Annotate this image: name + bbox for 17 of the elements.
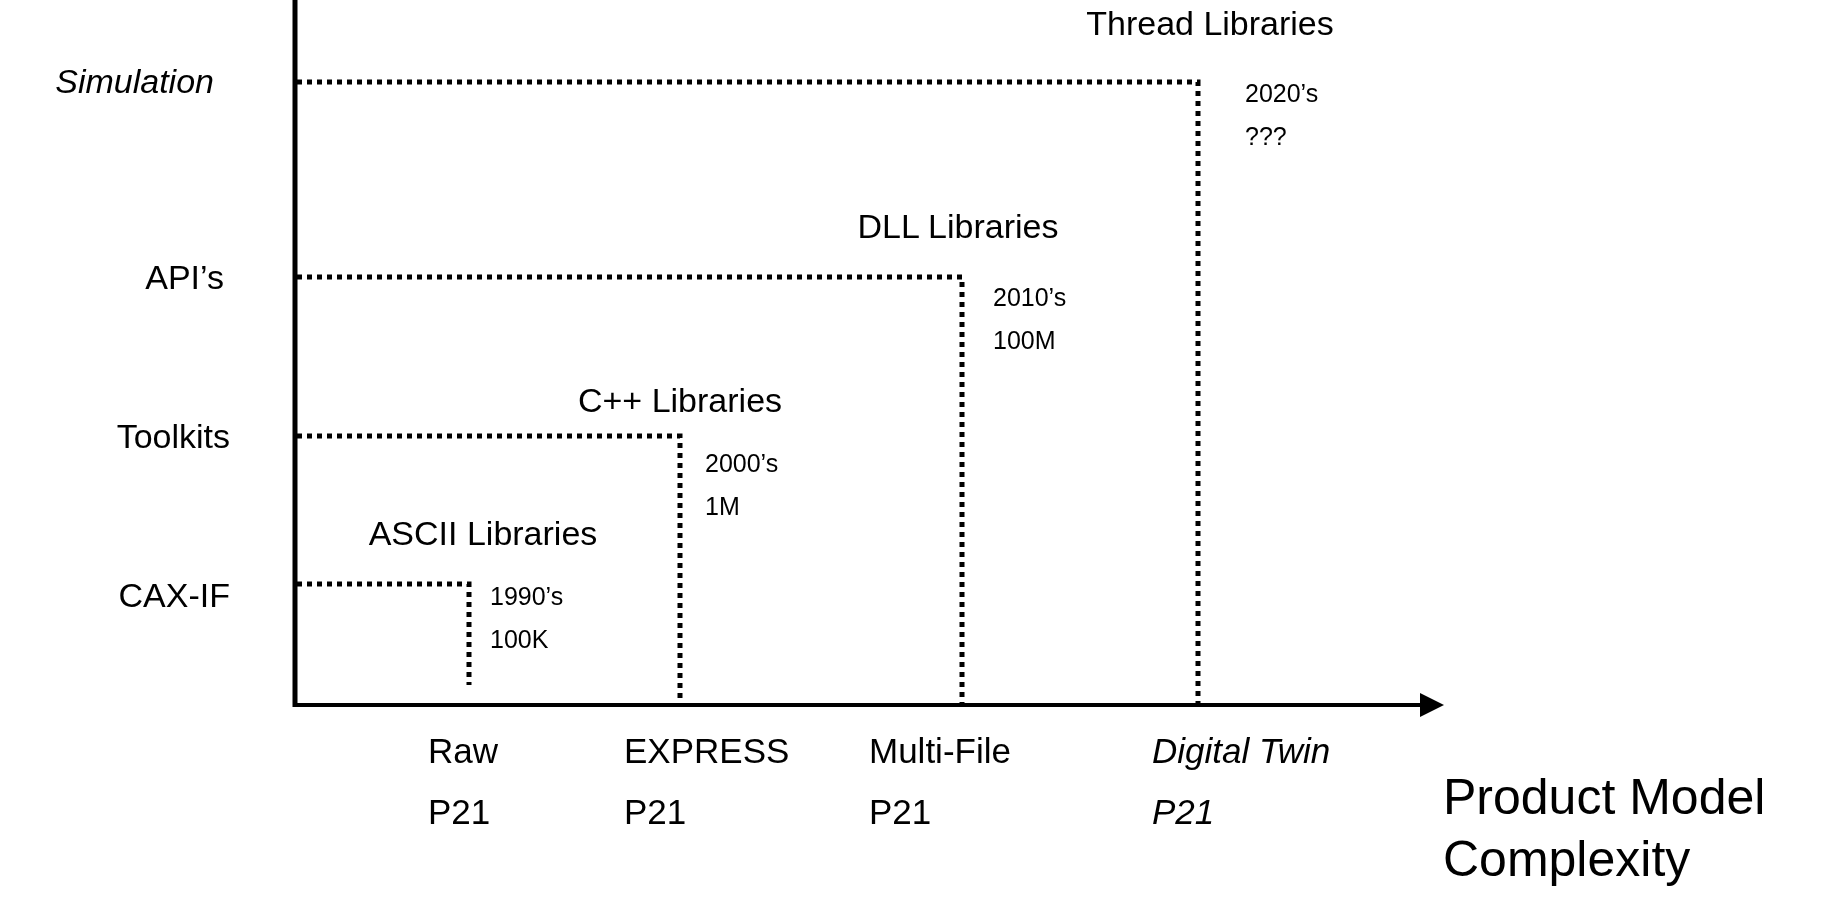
level-label: CAX-IF: [118, 576, 230, 614]
step-title: ASCII Libraries: [368, 514, 598, 552]
step-title: C++ Libraries: [577, 381, 783, 419]
format-label: Raw P21: [428, 731, 499, 831]
level-label: API’s: [145, 258, 224, 296]
format-label: EXPRESS P21: [624, 731, 790, 831]
decade-note: 2000’s 1M: [705, 449, 779, 520]
decade-note: 2020’s ???: [1245, 79, 1319, 150]
axis-title: Product Model Complexity: [1443, 769, 1766, 887]
level-label: Toolkits: [116, 417, 230, 455]
decade-note: 1990’s 100K: [490, 582, 564, 653]
format-label: Digital Twin P21: [1152, 731, 1331, 831]
step-title: Thread Libraries: [1086, 4, 1334, 42]
format-label: Multi-File P21: [869, 731, 1011, 831]
level-label: Simulation: [55, 62, 214, 100]
decade-note: 2010’s 100M: [993, 283, 1067, 354]
step-title: DLL Libraries: [857, 207, 1059, 245]
